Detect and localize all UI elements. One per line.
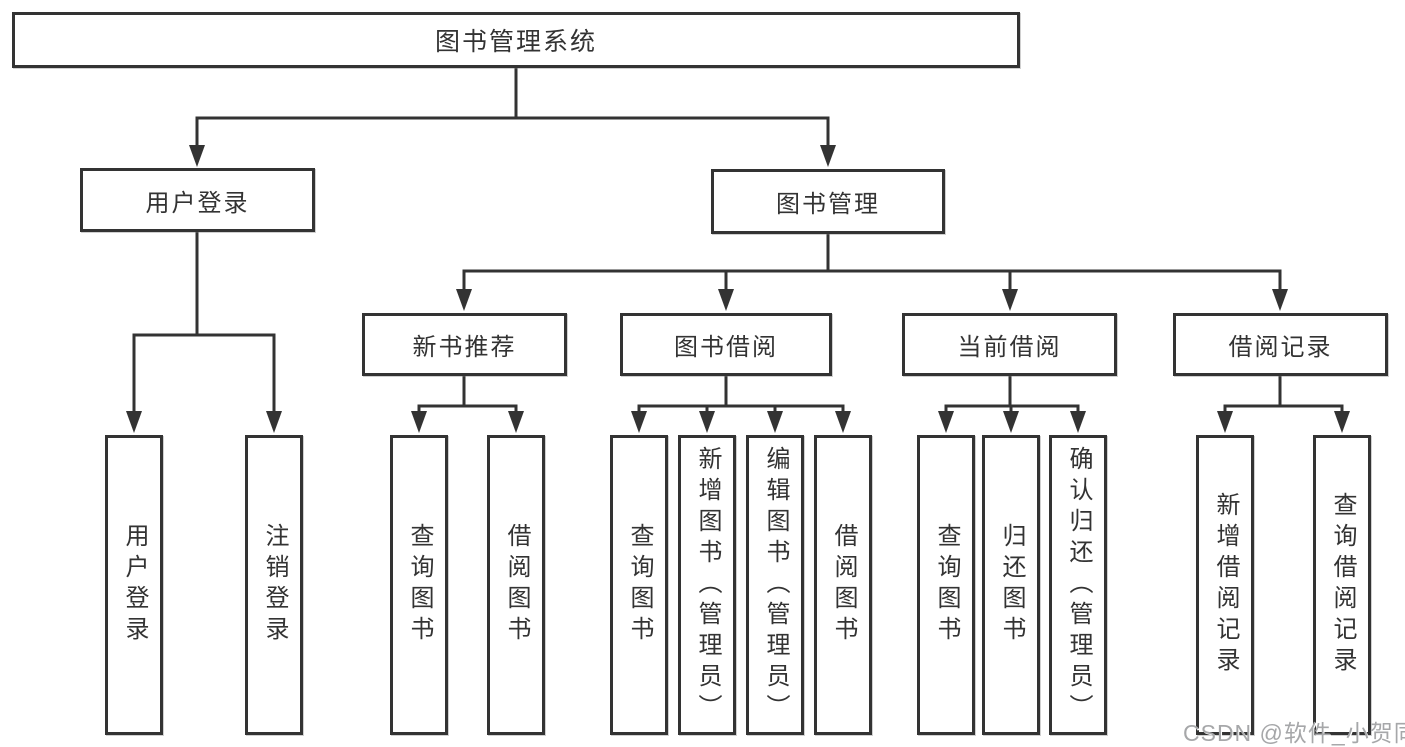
arrow-leaf [126, 411, 142, 433]
leaf-label: 查询借阅记录 [1329, 492, 1356, 678]
leaf-label: 新增图书（管理员） [694, 445, 721, 725]
csdn-watermark: CSDN @软件_小贺同学 [1183, 720, 1405, 746]
connector-current-borrow-group [944, 374, 1080, 413]
arrow-leaf [767, 411, 783, 433]
leaf-query-books-1: 查询图书 [390, 435, 448, 735]
arrow-leaf [938, 411, 954, 433]
leaf-logout: 注销登录 [245, 435, 303, 735]
leaf-label: 新增借阅记录 [1212, 492, 1239, 678]
leaf-label: 查询图书 [626, 523, 653, 647]
arrow-leaf [266, 411, 282, 433]
leaf-label: 查询图书 [406, 523, 433, 647]
node-user-login: 用户登录 [80, 168, 315, 232]
node-new-book-recommend: 新书推荐 [362, 313, 567, 376]
arrow-to-book-borrow [718, 289, 734, 311]
node-borrow-records: 借阅记录 [1173, 313, 1388, 376]
arrow-leaf [508, 411, 524, 433]
node-current-borrow: 当前借阅 [902, 313, 1117, 376]
arrow-leaf [699, 411, 715, 433]
leaf-label: 用户登录 [121, 523, 148, 647]
arrow-leaf [1070, 411, 1086, 433]
node-book-borrow: 图书借阅 [620, 313, 832, 376]
leaf-label: 借阅图书 [830, 523, 857, 647]
leaf-query-books-3: 查询图书 [917, 435, 975, 735]
connector-borrow-records-group [1223, 375, 1344, 413]
connector-book-borrow-group [637, 374, 845, 413]
connector-user-login-to-leaves [132, 230, 276, 413]
arrow-to-user-login [189, 145, 205, 167]
leaf-query-borrow-record: 查询借阅记录 [1313, 435, 1371, 735]
arrow-leaf [1003, 411, 1019, 433]
leaf-label: 注销登录 [261, 523, 288, 647]
leaf-return-books: 归还图书 [982, 435, 1040, 735]
leaf-label: 借阅图书 [503, 523, 530, 647]
leaf-label: 查询图书 [933, 523, 960, 647]
leaf-edit-books-admin: 编辑图书（管理员） [746, 435, 804, 735]
leaf-add-borrow-record: 新增借阅记录 [1196, 435, 1254, 735]
arrow-leaf [835, 411, 851, 433]
node-book-management: 图书管理 [711, 169, 945, 234]
connector-root-to-level2 [195, 66, 830, 147]
arrow-leaf [1217, 411, 1233, 433]
arrow-to-current-borrow [1002, 289, 1018, 311]
leaf-confirm-return-admin: 确认归还（管理员） [1049, 435, 1107, 735]
leaf-query-books-2: 查询图书 [610, 435, 668, 735]
arrow-leaf [1334, 411, 1350, 433]
arrow-to-borrow-records [1272, 289, 1288, 311]
arrow-leaf [631, 411, 647, 433]
connector-book-mgmt-to-level3 [462, 232, 1282, 291]
leaf-user-login: 用户登录 [105, 435, 163, 735]
leaf-borrow-books-2: 借阅图书 [814, 435, 872, 735]
leaf-label: 归还图书 [998, 523, 1025, 647]
arrow-to-new-book [456, 289, 472, 311]
arrow-to-book-mgmt [820, 145, 836, 167]
leaf-borrow-books-1: 借阅图书 [487, 435, 545, 735]
leaf-label: 确认归还（管理员） [1065, 445, 1092, 725]
connector-new-book-group [417, 374, 518, 413]
leaf-label: 编辑图书（管理员） [762, 445, 789, 725]
leaf-add-books-admin: 新增图书（管理员） [678, 435, 736, 735]
arrow-leaf [411, 411, 427, 433]
node-library-management-system: 图书管理系统 [12, 12, 1020, 68]
